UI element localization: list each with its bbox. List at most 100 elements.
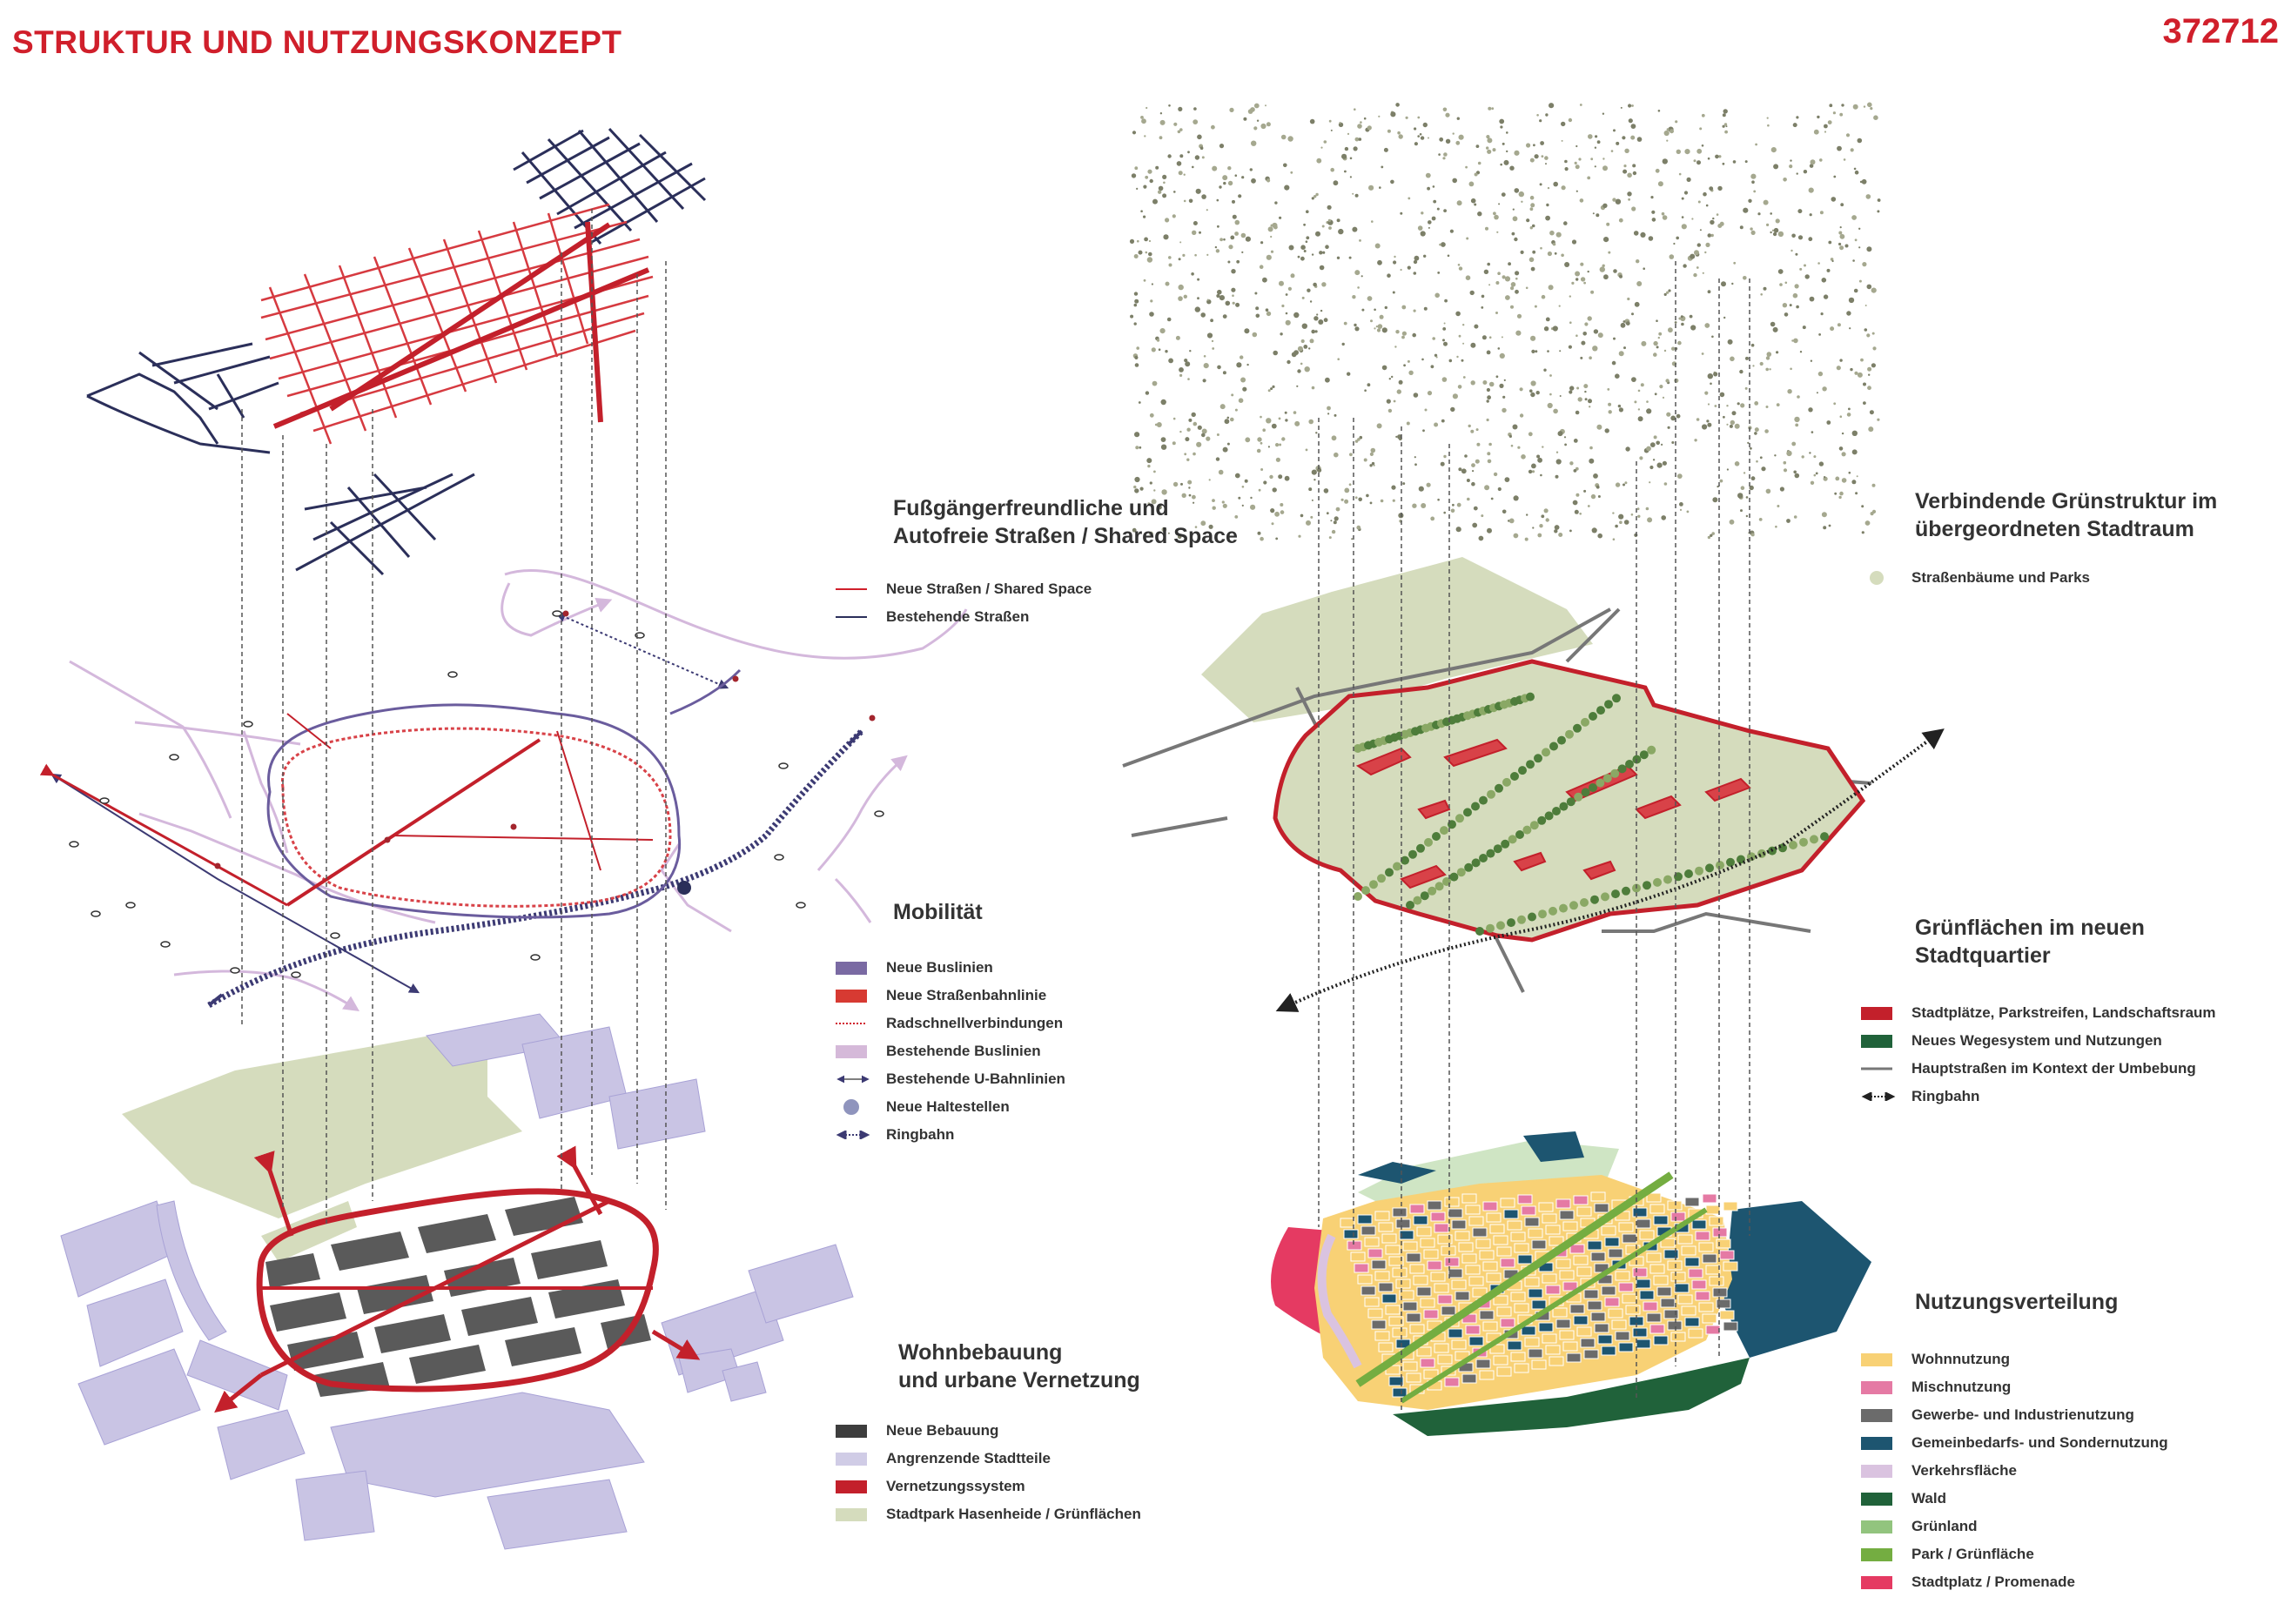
legend-item-existing-streets: Bestehende Straßen [836, 603, 1092, 631]
context-tree-dot [1471, 481, 1475, 487]
context-tree-dot [1354, 108, 1356, 111]
land-use-block [1420, 1298, 1435, 1308]
land-use-block [1486, 1212, 1502, 1223]
context-tree-dot [1547, 186, 1550, 190]
context-tree-dot [1236, 259, 1240, 264]
context-tree-dot [1343, 321, 1347, 325]
context-tree-dot [1145, 391, 1150, 395]
context-tree-dot [1519, 413, 1524, 418]
green-quarter-title: Grünflächen im neuen Stadtquartier [1915, 916, 2145, 968]
land-use-block [1622, 1233, 1637, 1244]
context-tree-dot [1636, 281, 1643, 286]
context-tree-dot [1326, 512, 1329, 515]
context-tree-dot [1133, 322, 1137, 325]
context-tree-dot [1316, 158, 1322, 164]
context-tree-dot [1765, 488, 1771, 494]
legend-item-neighbourhoods: Angrenzende Stadtteile [836, 1445, 1141, 1473]
land-use-block [1691, 1279, 1707, 1290]
context-tree-dot [1514, 150, 1520, 156]
context-tree-dot [1863, 382, 1866, 386]
row-tree [1440, 826, 1448, 835]
land-use-block [1388, 1256, 1404, 1266]
context-tree-dot [1439, 137, 1444, 142]
context-tree-dot [1300, 513, 1304, 518]
context-tree-dot [1723, 123, 1728, 126]
context-tree-dot [1734, 461, 1740, 466]
context-tree-dot [1341, 342, 1345, 346]
context-tree-dot [1133, 303, 1138, 307]
land-use-block [1709, 1216, 1724, 1226]
land-use-block [1723, 1201, 1738, 1211]
context-tree-dot [1863, 105, 1866, 108]
context-tree-dot [1710, 233, 1714, 238]
context-tree-dot [1279, 443, 1282, 446]
context-tree-dot [1871, 363, 1876, 368]
context-tree-dot [1547, 350, 1549, 352]
context-tree-dot [1867, 102, 1872, 108]
row-tree [1557, 735, 1566, 745]
land-use-block [1378, 1342, 1394, 1352]
land-use-block [1528, 1348, 1543, 1359]
context-tree-dot [1535, 350, 1538, 353]
context-tree-dot [1575, 278, 1579, 281]
context-tree-dot [1513, 533, 1519, 539]
context-tree-dot [1790, 159, 1792, 162]
row-tree [1799, 837, 1808, 847]
context-tree-dot [1722, 113, 1726, 117]
context-tree-dot [1531, 470, 1535, 473]
context-tree-dot [1529, 158, 1535, 163]
context-tree-dot [1395, 330, 1400, 334]
context-tree-dot [1488, 442, 1492, 446]
context-tree-dot [1689, 314, 1693, 319]
context-tree-dot [1148, 239, 1152, 243]
context-tree-dot [1652, 459, 1656, 461]
context-tree-dot [1723, 415, 1725, 419]
context-tree-dot [1569, 390, 1573, 394]
context-tree-dot [1178, 284, 1184, 291]
context-tree-dot [1693, 159, 1696, 163]
context-tree-dot [1497, 272, 1501, 276]
context-tree-dot [1255, 306, 1260, 311]
context-tree-dot [1653, 435, 1657, 440]
context-tree-dot [1287, 286, 1292, 291]
context-tree-dot [1564, 167, 1569, 171]
legend-item-ringbahn: Ringbahn [836, 1121, 1065, 1149]
existing-bus-lines [69, 569, 968, 1011]
context-tree-dot [1555, 232, 1562, 238]
land-use-block [1448, 1208, 1463, 1218]
context-tree-dot [1661, 211, 1665, 216]
land-use-block [1643, 1301, 1658, 1312]
context-tree-dot [1260, 441, 1263, 445]
land-use-block [1649, 1324, 1665, 1334]
context-tree-dot [1650, 196, 1654, 199]
context-tree-dot [1439, 243, 1441, 246]
context-tree-dot [1677, 340, 1682, 346]
context-tree-dot [1754, 427, 1759, 433]
context-tree-dot [1146, 458, 1152, 464]
context-tree-dot [1867, 366, 1872, 372]
land-use-block [1354, 1263, 1369, 1273]
land-use-block [1702, 1313, 1717, 1324]
land-use-block [1493, 1355, 1508, 1366]
context-tree-dot [1801, 455, 1804, 459]
context-tree-dot [1238, 496, 1241, 500]
context-tree-dot [1182, 253, 1186, 257]
context-tree-dot [1530, 335, 1536, 341]
context-tree-dot [1263, 480, 1267, 485]
context-tree-dot [1443, 454, 1447, 459]
context-tree-dot [1623, 520, 1629, 525]
context-tree-dot [1809, 452, 1811, 454]
row-tree [1643, 881, 1651, 890]
context-tree-dot [1561, 121, 1566, 127]
context-tree-dot [1856, 475, 1858, 478]
context-tree-dot [1442, 107, 1448, 112]
context-tree-dot [1217, 365, 1221, 370]
land-use-block [1531, 1239, 1547, 1250]
context-tree-dot [1222, 371, 1226, 375]
context-tree-dot [1843, 158, 1846, 161]
land-use-block [1555, 1319, 1571, 1329]
existing-streets-west [86, 342, 279, 454]
context-tree-dot [1402, 482, 1406, 486]
context-tree-dot [1297, 369, 1301, 373]
context-tree-dot [1184, 453, 1187, 456]
